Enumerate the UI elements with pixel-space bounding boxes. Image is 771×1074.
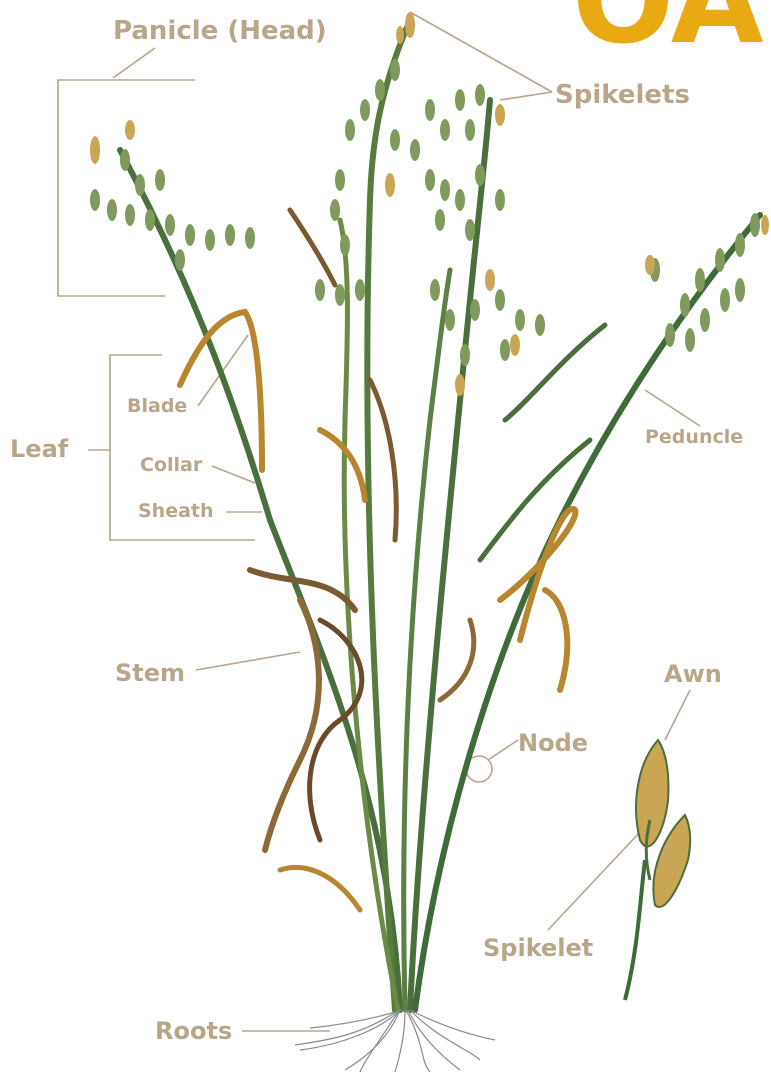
- awn-leader: [665, 690, 690, 740]
- label-spikelets: Spikelets: [555, 82, 690, 108]
- panicle-left-spikelets: [90, 120, 255, 271]
- label-collar: Collar: [140, 456, 202, 475]
- spikelet-leader: [548, 832, 640, 930]
- stem-center: [410, 100, 490, 1010]
- stem-inner: [404, 270, 450, 1010]
- spikelets-leader-2: [500, 92, 552, 100]
- label-node: Node: [518, 731, 588, 755]
- label-blade: Blade: [127, 397, 187, 416]
- label-panicle: Panicle (Head): [113, 18, 327, 44]
- spikelets-leader-1: [410, 12, 552, 92]
- leaf-right-upper: [505, 325, 605, 420]
- stem-leader: [196, 652, 300, 670]
- roots: [295, 1010, 495, 1072]
- panicle-leader: [113, 48, 155, 78]
- spikelet-detail-stalk: [625, 860, 645, 1000]
- label-sheath: Sheath: [138, 502, 214, 521]
- spikelet-detail-upper-glume: [636, 740, 668, 846]
- node-leader: [488, 740, 518, 760]
- leaf-right-drop: [545, 590, 567, 690]
- label-roots: Roots: [155, 1019, 232, 1043]
- leaf-center-dry: [370, 380, 396, 540]
- label-stem: Stem: [115, 661, 185, 685]
- leaf-upper-back: [290, 210, 335, 285]
- label-peduncle: Peduncle: [645, 428, 743, 447]
- label-awn: Awn: [664, 662, 722, 686]
- label-leaf: Leaf: [10, 437, 68, 461]
- leaf-lower-right: [440, 620, 474, 700]
- stem-left: [120, 150, 400, 1010]
- label-spikelet: Spikelet: [483, 936, 593, 960]
- collar-leader: [212, 466, 255, 483]
- spikelet-detail: [625, 740, 690, 1000]
- leaf-base-left: [280, 867, 360, 910]
- peduncle-leader: [645, 390, 700, 426]
